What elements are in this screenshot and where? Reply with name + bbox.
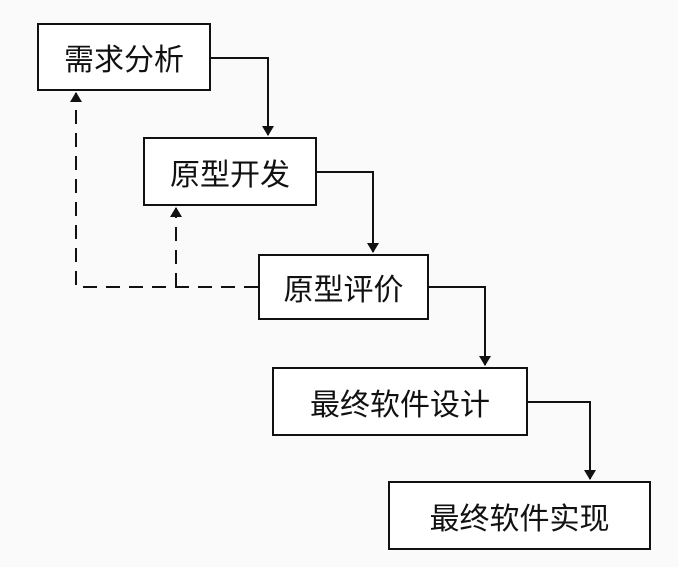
arrow-requirements-to-prototype-dev xyxy=(211,57,274,136)
dashed-arrow-eval-to-requirements xyxy=(70,92,258,288)
arrow-prototype-eval-to-final-design xyxy=(429,286,491,366)
arrow-final-design-to-final-impl xyxy=(528,401,596,480)
step-prototype-evaluation: 原型评价 xyxy=(258,254,429,320)
arrow-prototype-dev-to-prototype-eval xyxy=(317,171,379,253)
step-label: 原型开发 xyxy=(170,157,290,193)
step-label: 需求分析 xyxy=(64,43,184,78)
step-requirements-analysis: 需求分析 xyxy=(37,23,211,91)
step-final-software-implementation: 最终软件实现 xyxy=(388,481,651,550)
step-final-software-design: 最终软件设计 xyxy=(272,367,528,436)
step-label: 最终软件实现 xyxy=(429,501,610,537)
step-label: 原型评价 xyxy=(283,273,404,308)
step-prototype-development: 原型开发 xyxy=(143,137,317,206)
step-label: 最终软件设计 xyxy=(310,387,490,423)
